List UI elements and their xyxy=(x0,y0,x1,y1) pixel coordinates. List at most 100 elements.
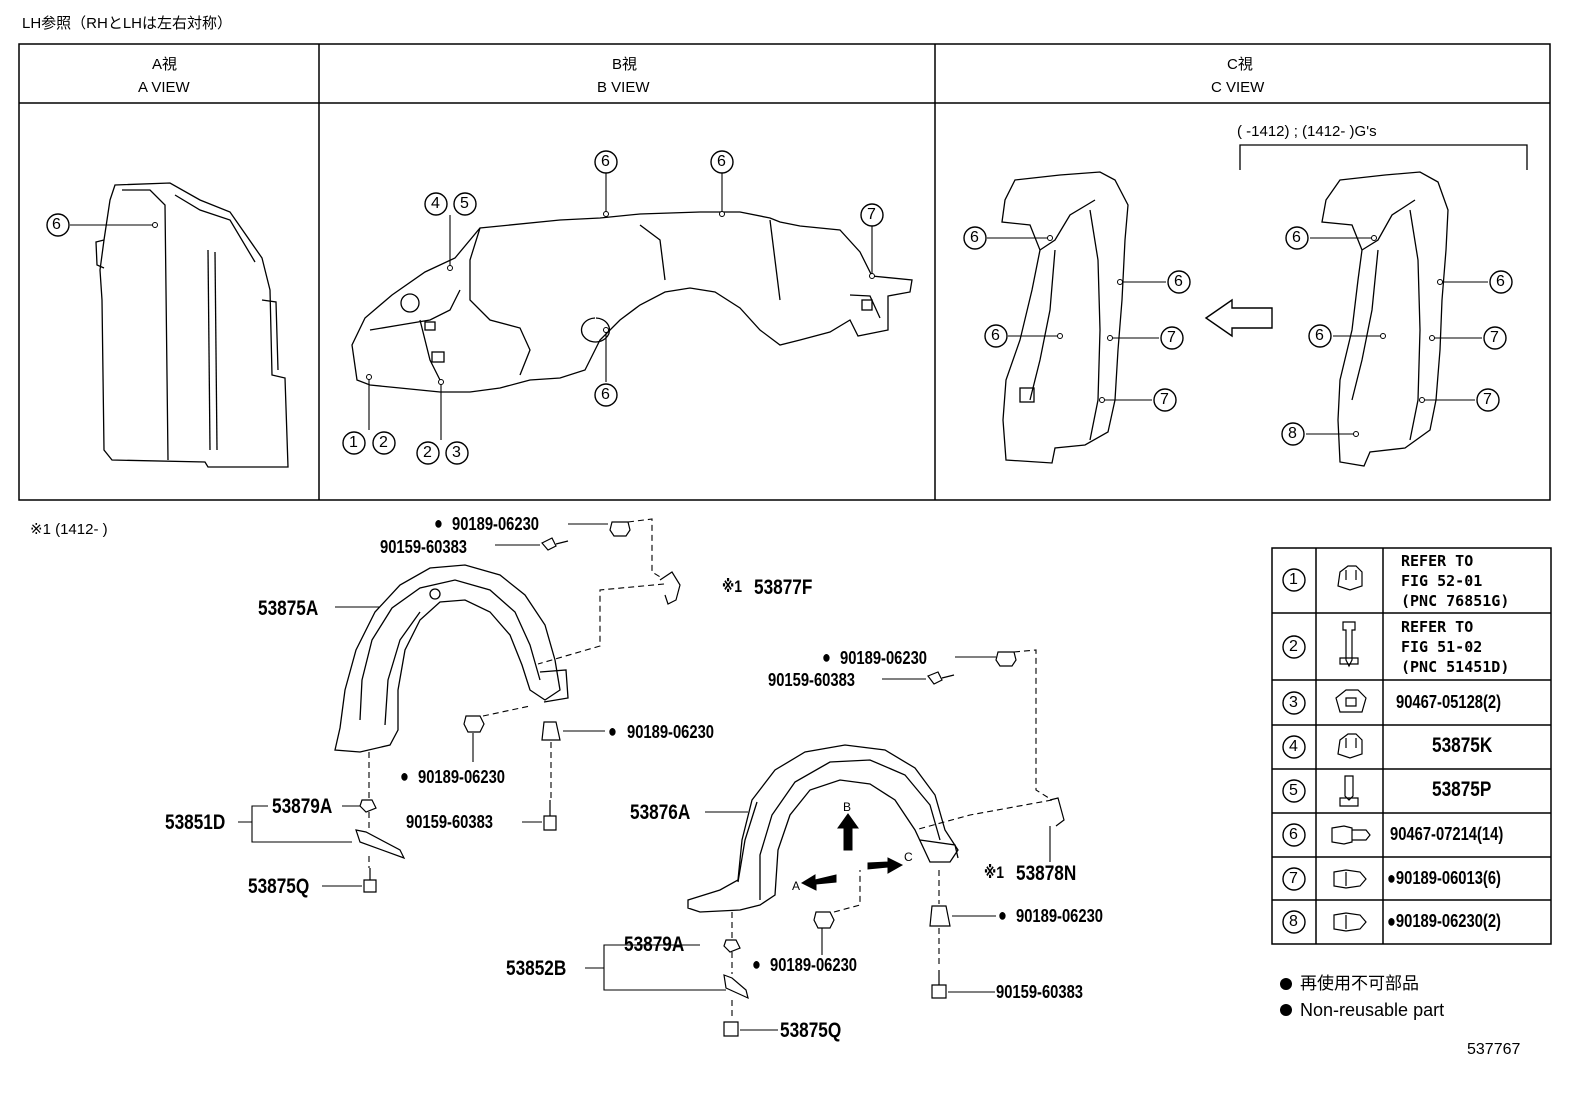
view-direction-arrow-icon xyxy=(1204,298,1273,338)
arrow-b-icon xyxy=(837,813,859,851)
view-title-b-en: B VIEW xyxy=(597,79,650,96)
hole-dots xyxy=(152,211,1443,437)
assembly-dashed-lines xyxy=(368,518,1053,1020)
bullet-icon: ● xyxy=(752,954,761,974)
callout-2: 2 xyxy=(379,434,388,451)
callout-6: 6 xyxy=(52,216,61,233)
legend-text-4: 53875K xyxy=(1432,734,1493,757)
legend-num-1: 1 xyxy=(1289,571,1298,588)
grommet-icon xyxy=(1333,869,1367,889)
bullet-icon: ● xyxy=(822,647,831,667)
callout-1: 1 xyxy=(349,434,358,451)
part-90189-06230: 90189-06230 xyxy=(627,722,715,742)
callout-6: 6 xyxy=(717,153,726,170)
part-90189-06230: 90189-06230 xyxy=(452,514,540,534)
footnote-en: Non-reusable part xyxy=(1300,1000,1445,1020)
callout-6: 6 xyxy=(1496,273,1505,290)
grommet-icon xyxy=(1333,912,1367,932)
part-90159-60383: 90159-60383 xyxy=(406,812,494,832)
callout-6: 6 xyxy=(601,153,610,170)
callout-circles xyxy=(46,150,1513,465)
callout-3: 3 xyxy=(452,444,461,461)
mark-star1: ※1 xyxy=(984,863,1004,882)
callout-6: 6 xyxy=(1315,327,1324,344)
direction-arrows xyxy=(800,813,904,891)
legend-text-1: REFER TO FIG 52-01 (PNC 76851G) xyxy=(1401,552,1510,610)
callout-6: 6 xyxy=(970,229,979,246)
legend-text-2: REFER TO FIG 51-02 (PNC 51451D) xyxy=(1401,618,1510,676)
legend-num-8: 8 xyxy=(1289,913,1298,930)
bullet-icon: ● xyxy=(998,905,1007,925)
legend-text-6: 90467-07214(14) xyxy=(1390,824,1504,844)
legend-table xyxy=(1271,547,1552,945)
a-view-liner-drawing xyxy=(95,182,289,468)
callout-2: 2 xyxy=(423,444,432,461)
mark-star1: ※1 xyxy=(722,577,742,596)
view-title-c-jp: C視 xyxy=(1227,56,1253,73)
part-90159-60383: 90159-60383 xyxy=(996,982,1084,1002)
part-53851D: 53851D xyxy=(165,811,226,834)
bullet-icon: ● xyxy=(400,766,409,786)
footnote-jp: 再使用不可部品 xyxy=(1300,974,1419,993)
legend-num-6: 6 xyxy=(1289,826,1298,843)
part-90189-06230: 90189-06230 xyxy=(418,767,506,787)
legend-icons xyxy=(1331,565,1371,932)
nut-icon xyxy=(1335,689,1367,713)
view-title-a-jp: A視 xyxy=(152,56,178,73)
part-53879A: 53879A xyxy=(272,795,333,818)
liner-53876A-drawing xyxy=(687,744,959,913)
arrow-b-label: B xyxy=(843,800,852,814)
callout-leaders xyxy=(70,173,1488,440)
part-53877F: 53877F xyxy=(754,576,813,599)
view-title-a-en: A VIEW xyxy=(138,79,190,96)
legend-num-3: 3 xyxy=(1289,694,1298,711)
part-90159-60383: 90159-60383 xyxy=(380,537,468,557)
arrow-a-icon xyxy=(800,874,837,891)
screw-icon xyxy=(1339,775,1359,807)
part-53875A: 53875A xyxy=(258,597,319,620)
callout-8: 8 xyxy=(1288,425,1297,442)
liner-53875A-drawing xyxy=(334,564,569,753)
callout-7: 7 xyxy=(1490,329,1499,346)
callout-6: 6 xyxy=(1174,273,1183,290)
footnote-bullet-icon xyxy=(1280,978,1292,990)
lower-leader-lines xyxy=(238,523,1051,1031)
part-53876A: 53876A xyxy=(630,801,691,824)
legend-text-8: ●90189-06230(2) xyxy=(1387,911,1501,931)
b-view-liner-drawing xyxy=(351,211,913,393)
legend-text-7: ●90189-06013(6) xyxy=(1387,868,1501,888)
part-53879A: 53879A xyxy=(624,933,685,956)
part-90189-06230: 90189-06230 xyxy=(840,648,928,668)
part-90189-06230: 90189-06230 xyxy=(1016,906,1104,926)
c-view-model-note: ( -1412) ; (1412- )G's xyxy=(1237,123,1377,140)
legend-num-4: 4 xyxy=(1289,738,1298,755)
callout-6: 6 xyxy=(601,386,610,403)
part-53852B: 53852B xyxy=(506,957,567,980)
header-note: LH参照（RHとLHは左右対称） xyxy=(22,15,233,32)
legend-num-5: 5 xyxy=(1289,782,1298,799)
clip-icon xyxy=(1337,565,1363,591)
legend-text-3: 90467-05128(2) xyxy=(1396,692,1502,712)
legend-text-5: 53875P xyxy=(1432,778,1492,801)
legend-num-2: 2 xyxy=(1289,638,1298,655)
callout-7: 7 xyxy=(867,206,876,223)
bullet-icon: ● xyxy=(608,721,617,741)
callout-4: 4 xyxy=(431,195,440,212)
bullet-icon: ● xyxy=(434,513,443,533)
part-90189-06230: 90189-06230 xyxy=(770,955,858,975)
diagram-id: 537767 xyxy=(1467,1041,1521,1058)
part-53875Q: 53875Q xyxy=(780,1019,842,1042)
legend-num-7: 7 xyxy=(1289,870,1298,887)
callout-6: 6 xyxy=(1292,229,1301,246)
view-title-c-en: C VIEW xyxy=(1211,79,1265,96)
arrow-c-label: C xyxy=(904,850,913,864)
arrow-c-icon xyxy=(867,857,904,874)
fastener-drawings xyxy=(355,521,1065,1037)
part-90159-60383: 90159-60383 xyxy=(768,670,856,690)
note-1412: ※1 (1412- ) xyxy=(30,521,108,538)
c-view-liner-drawing-right xyxy=(1321,171,1449,467)
clip-icon xyxy=(1337,733,1363,759)
callout-6: 6 xyxy=(991,327,1000,344)
part-53878N: 53878N xyxy=(1016,862,1077,885)
